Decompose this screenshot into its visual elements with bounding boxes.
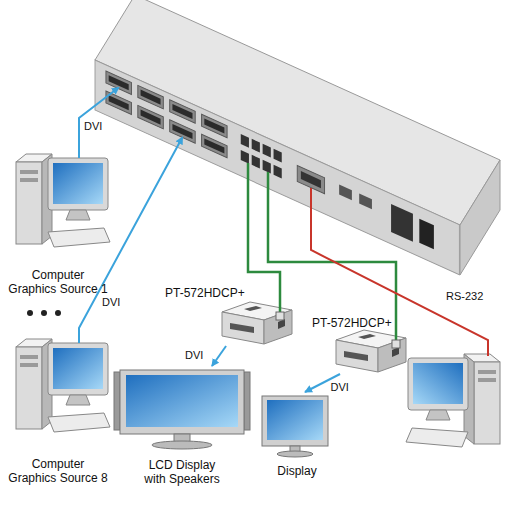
- rear-panel: [95, 60, 459, 275]
- rj45-port: [274, 149, 282, 163]
- dvi-port: [138, 105, 164, 129]
- node-label: PT-572HDCP+: [165, 286, 245, 300]
- rj45-port: [263, 144, 271, 158]
- speaker: [114, 372, 120, 430]
- db9-port-inner: [301, 171, 321, 188]
- display-node: Display: [252, 392, 342, 478]
- display-body: [262, 396, 328, 446]
- power-switch: [419, 219, 434, 250]
- dvi-port: [138, 85, 164, 109]
- lcd-body: [120, 370, 244, 434]
- computer-illustration: [16, 154, 110, 247]
- signal-label: RS-232: [446, 290, 483, 303]
- cable-label: DVI: [331, 381, 349, 394]
- dvi-port: [202, 114, 228, 138]
- extender-node: PT-572HDCP+: [312, 316, 410, 374]
- rj45-plug: [392, 340, 400, 348]
- switcher-rear-panel: [95, 60, 459, 275]
- dvi-port: [170, 100, 196, 124]
- computer-illustration: [16, 339, 110, 432]
- cable-label: DVI: [185, 349, 203, 362]
- speaker: [244, 372, 250, 430]
- extender-node: PT-572HDCP+: [165, 286, 293, 346]
- computer-node: Computer Graphics Source 1: [4, 148, 112, 296]
- node-label: PT-572HDCP+: [312, 316, 392, 330]
- node-label: LCD Display with Speakers: [140, 458, 224, 486]
- dvi-port-inner: [109, 95, 129, 110]
- dvi-connector: [212, 346, 226, 366]
- rj45-port: [274, 165, 282, 179]
- extender-illustration: [222, 302, 292, 344]
- ellipsis-dot: [55, 310, 61, 316]
- display-base: [277, 451, 313, 457]
- cable-label: DVI: [102, 296, 120, 309]
- rj45-port: [263, 160, 271, 174]
- switcher-side: [460, 160, 500, 275]
- small-port: [359, 193, 372, 209]
- computer-node: Computer Graphics Source 8: [4, 333, 112, 485]
- rj45-plug: [276, 312, 284, 320]
- dvi-port: [170, 120, 196, 144]
- rj45-port: [252, 155, 260, 169]
- lcd-screen: [126, 375, 238, 427]
- dvi-port-inner: [141, 110, 161, 125]
- twisted-pair-cable: [248, 163, 280, 320]
- node-label: Computer Graphics Source 8: [7, 457, 109, 485]
- dvi-cable: [79, 138, 182, 343]
- dvi-port-inner: [141, 90, 161, 105]
- dvi-port: [106, 71, 132, 95]
- dvi-port-inner: [204, 138, 224, 153]
- rj45-port: [241, 134, 249, 148]
- dvi-port-inner: [172, 104, 192, 119]
- rj45-port: [241, 150, 249, 164]
- lcd-base: [152, 441, 212, 449]
- rs232-cable: [311, 188, 488, 356]
- cable-label: DVI: [84, 120, 102, 133]
- ellipsis-dot: [27, 310, 33, 316]
- dvi-port-inner: [204, 118, 224, 133]
- node-label: Display: [253, 464, 341, 478]
- control-computer: [406, 354, 500, 447]
- node-label: Computer Graphics Source 1: [7, 268, 109, 296]
- display-node: LCD Display with Speakers: [112, 366, 252, 486]
- dvi-port-inner: [109, 75, 129, 90]
- ellipsis-dot: [41, 310, 47, 316]
- display-screen: [267, 400, 323, 440]
- rj45-port: [252, 139, 260, 153]
- dvi-cable: [79, 88, 118, 158]
- power-socket: [391, 204, 413, 242]
- dvi-port: [202, 134, 228, 158]
- dvi-port-inner: [172, 124, 192, 139]
- small-port: [339, 184, 352, 200]
